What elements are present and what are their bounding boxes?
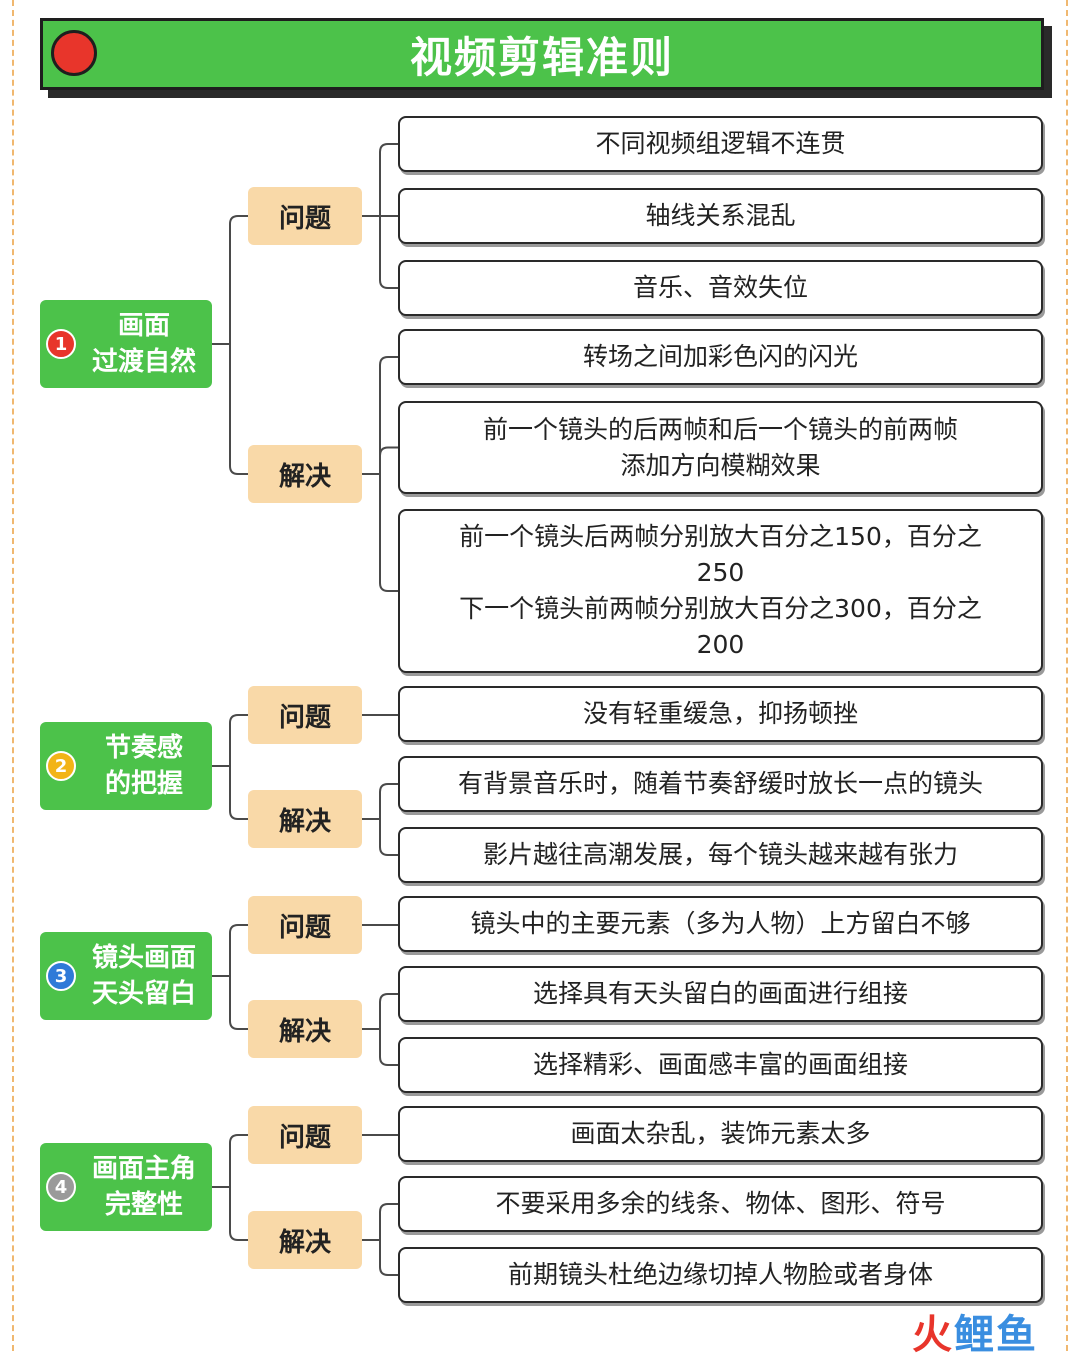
problem-label: 问题 [248, 1106, 362, 1164]
connector-line [379, 446, 398, 456]
leaf-box: 没有轻重缓急，抑扬顿挫 [398, 686, 1043, 742]
connector-line [229, 465, 248, 475]
watermark-part2: 鲤鱼 [954, 1312, 1038, 1358]
leaf-text: 不要采用多余的线条、物体、图形、符号 [495, 1189, 946, 1218]
leaf-box: 前一个镜头后两帧分别放大百分之150，百分之 250 下一个镜头前两帧分别放大百… [398, 509, 1043, 673]
left-dashed-border [12, 0, 14, 1351]
leaf-text: 前期镜头杜绝边缘切掉人物脸或者身体 [507, 1260, 933, 1289]
right-dashed-border [1066, 0, 1068, 1351]
solution-label: 解决 [248, 1000, 362, 1058]
topic-3: 3 镜头画面 天头留白 [40, 932, 212, 1020]
problem-label: 问题 [248, 896, 362, 954]
leaf-text: 前一个镜头后两帧分别放大百分之150，百分之 250 下一个镜头前两帧分别放大百… [459, 522, 982, 659]
leaf-box: 前期镜头杜绝边缘切掉人物脸或者身体 [398, 1247, 1043, 1303]
connector-line [379, 783, 398, 793]
connector-line [229, 1020, 248, 1030]
leaf-box: 不同视频组逻辑不连贯 [398, 116, 1043, 172]
leaf-text: 前一个镜头的后两帧和后一个镜头的前两帧 添加方向模糊效果 [482, 414, 958, 480]
connector-line [379, 279, 398, 289]
leaf-text: 选择具有天头留白的画面进行组接 [532, 979, 908, 1008]
number-badge-icon: 3 [46, 961, 76, 991]
watermark-part1: 火 [912, 1312, 954, 1358]
leaf-box: 选择具有天头留白的画面进行组接 [398, 966, 1043, 1022]
topic-label: 镜头画面 天头留白 [91, 943, 196, 1009]
leaf-box: 影片越往高潮发展，每个镜头越来越有张力 [398, 827, 1043, 883]
number-badge-icon: 2 [46, 751, 76, 781]
connector-line [379, 993, 398, 1003]
topic-label: 节奏感 的把握 [104, 733, 183, 799]
connector-line [229, 215, 248, 225]
connector-line [379, 1266, 398, 1276]
connector-line [379, 846, 398, 856]
page-title: 视频剪辑准则 [409, 32, 674, 82]
watermark: 火鲤鱼 [912, 1302, 1038, 1360]
connector-line [379, 356, 398, 366]
topic-label: 画面 过渡自然 [91, 311, 196, 377]
leaf-box: 转场之间加彩色闪的闪光 [398, 329, 1043, 385]
connector-line [229, 1134, 248, 1144]
connector-line [229, 714, 248, 724]
topic-2: 2 节奏感 的把握 [40, 722, 212, 810]
leaf-text: 不同视频组逻辑不连贯 [595, 129, 846, 158]
topic-1: 1 画面 过渡自然 [40, 300, 212, 388]
title-bar: 视频剪辑准则 [40, 18, 1044, 90]
leaf-text: 镜头中的主要元素（多为人物）上方留白不够 [470, 909, 971, 938]
solution-label: 解决 [248, 790, 362, 848]
leaf-box: 音乐、音效失位 [398, 260, 1043, 316]
leaf-text: 有背景音乐时，随着节奏舒缓时放长一点的镜头 [457, 769, 983, 798]
leaf-box: 有背景音乐时，随着节奏舒缓时放长一点的镜头 [398, 756, 1043, 812]
number-badge-icon: 4 [46, 1172, 76, 1202]
connector-line [379, 1056, 398, 1066]
connector-line [229, 1231, 248, 1241]
leaf-text: 画面太杂乱，装饰元素太多 [570, 1119, 871, 1148]
topic-label: 画面主角 完整性 [91, 1154, 196, 1220]
problem-label: 问题 [248, 686, 362, 744]
connector-line [379, 143, 398, 153]
solution-label: 解决 [248, 445, 362, 503]
topic-4: 4 画面主角 完整性 [40, 1143, 212, 1231]
red-dot-icon [51, 30, 97, 76]
connector-line [379, 582, 398, 592]
number-badge-icon: 1 [46, 329, 76, 359]
leaf-box: 画面太杂乱，装饰元素太多 [398, 1106, 1043, 1162]
leaf-text: 没有轻重缓急，抑扬顿挫 [582, 699, 858, 728]
leaf-box: 轴线关系混乱 [398, 188, 1043, 244]
connector-line [229, 924, 248, 934]
leaf-text: 转场之间加彩色闪的闪光 [582, 342, 858, 371]
leaf-text: 轴线关系混乱 [645, 201, 796, 230]
leaf-text: 音乐、音效失位 [632, 273, 808, 302]
leaf-text: 影片越往高潮发展，每个镜头越来越有张力 [482, 840, 958, 869]
leaf-text: 选择精彩、画面感丰富的画面组接 [532, 1050, 908, 1079]
leaf-box: 选择精彩、画面感丰富的画面组接 [398, 1037, 1043, 1093]
connector-line [229, 810, 248, 820]
leaf-box: 前一个镜头的后两帧和后一个镜头的前两帧 添加方向模糊效果 [398, 401, 1043, 494]
solution-label: 解决 [248, 1211, 362, 1269]
problem-label: 问题 [248, 187, 362, 245]
connector-line [379, 1203, 398, 1213]
leaf-box: 镜头中的主要元素（多为人物）上方留白不够 [398, 896, 1043, 952]
leaf-box: 不要采用多余的线条、物体、图形、符号 [398, 1176, 1043, 1232]
